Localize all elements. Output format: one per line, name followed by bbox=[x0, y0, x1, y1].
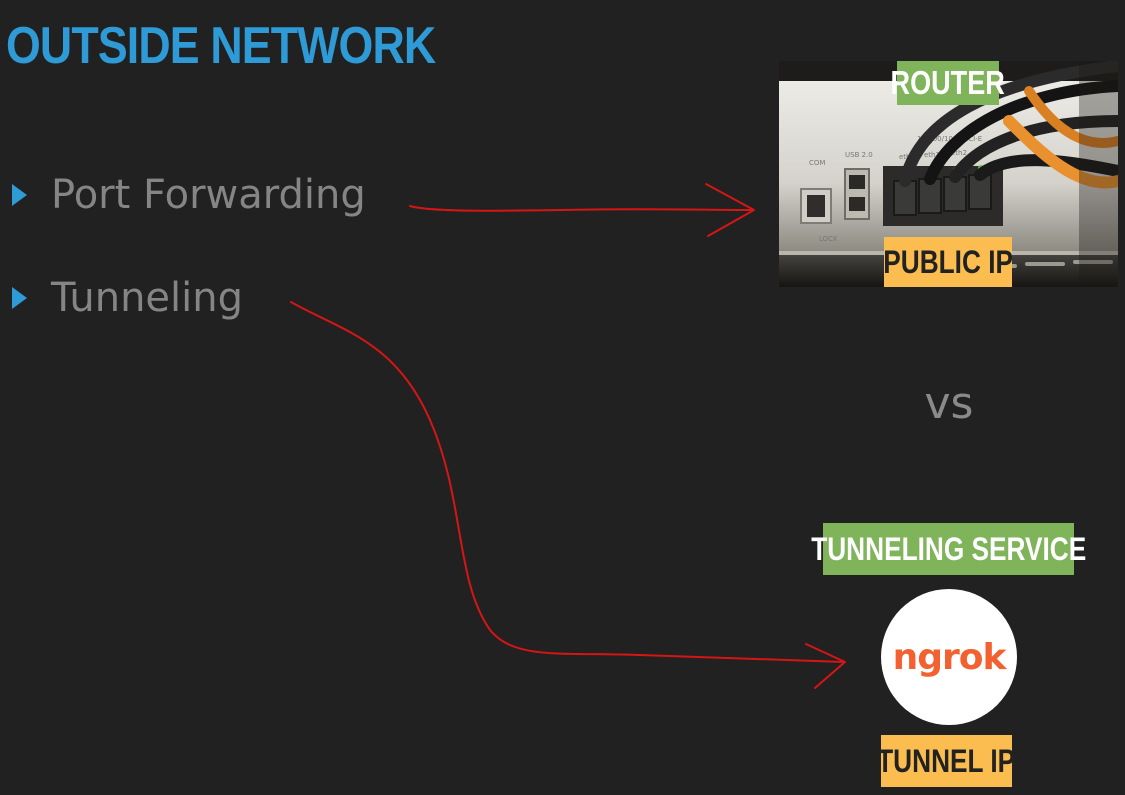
svg-text:USB 2.0: USB 2.0 bbox=[845, 151, 873, 159]
svg-text:eth1: eth1 bbox=[924, 151, 940, 159]
svg-text:eth2: eth2 bbox=[951, 149, 967, 157]
bullet-triangle-icon bbox=[12, 184, 27, 206]
svg-text:eth0: eth0 bbox=[899, 153, 915, 161]
bullet-label: Tunneling bbox=[51, 275, 243, 321]
ngrok-logo: ngrok bbox=[881, 589, 1017, 725]
svg-text:LOCK: LOCK bbox=[819, 235, 838, 243]
bullet-tunneling: Tunneling bbox=[12, 275, 243, 321]
tunneling-arrow bbox=[290, 301, 845, 663]
port-forwarding-arrow bbox=[409, 205, 753, 212]
port-forwarding-arrowhead bbox=[705, 183, 755, 237]
tunneling-service-tag: TUNNELING SERVICE bbox=[811, 523, 1086, 575]
slide-title: OUTSIDE NETWORK bbox=[6, 17, 436, 75]
tunneling-arrowhead bbox=[805, 643, 846, 689]
router-tag: ROUTER bbox=[891, 61, 1005, 105]
svg-text:COM: COM bbox=[809, 159, 825, 167]
vs-label: vs bbox=[924, 378, 974, 429]
bullet-triangle-icon bbox=[12, 287, 27, 309]
ngrok-logo-text: ngrok bbox=[892, 636, 1007, 678]
bullet-port-forwarding: Port Forwarding bbox=[12, 172, 366, 218]
public-ip-tag: PUBLIC IP bbox=[883, 237, 1013, 287]
bullet-label: Port Forwarding bbox=[51, 172, 366, 218]
tunnel-ip-tag: TUNNEL IP bbox=[877, 735, 1016, 787]
svg-text:10/100/1000 PCI-E: 10/100/1000 PCI-E bbox=[917, 135, 982, 143]
